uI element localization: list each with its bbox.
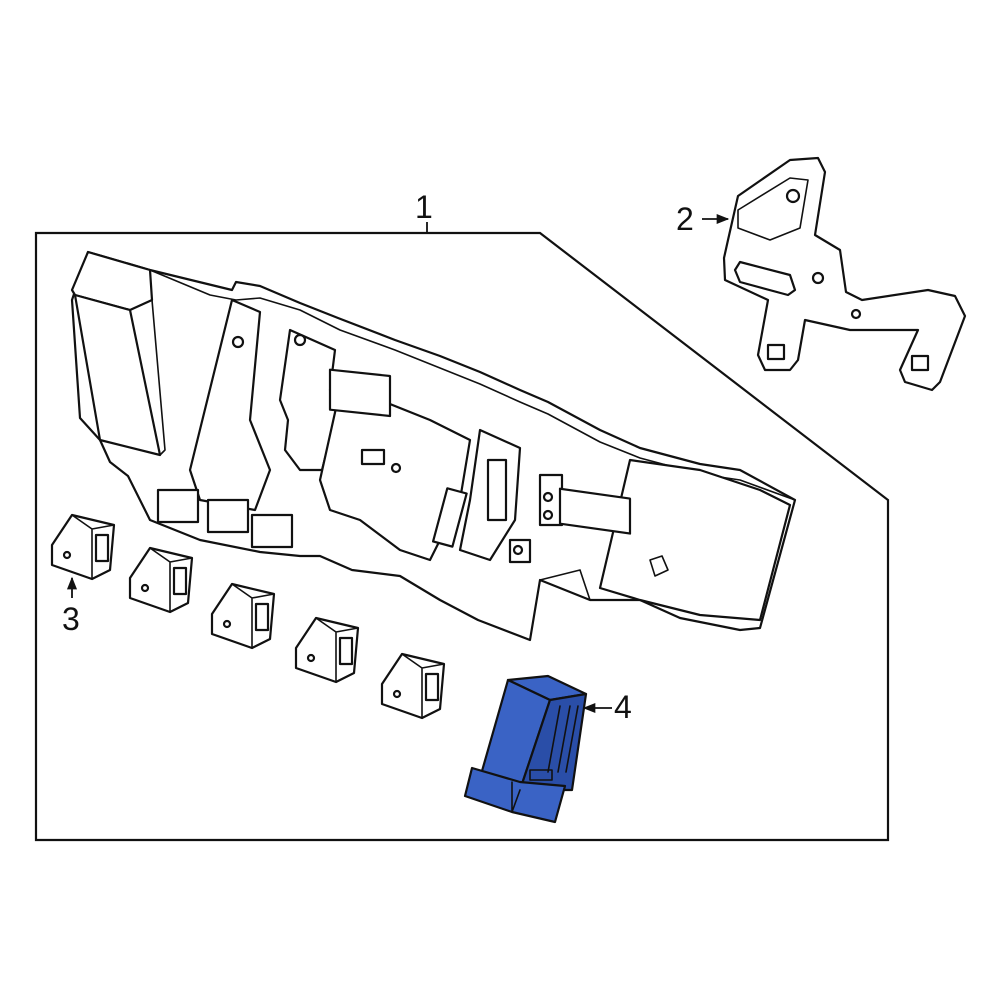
module-ribs [511, 705, 579, 813]
callout-2-label: 2 [676, 201, 694, 237]
housing-cavity-left [188, 298, 272, 512]
relay-2-edges [149, 547, 193, 613]
part-1-housing [70, 250, 797, 642]
callout-2: 2 [676, 201, 730, 237]
relay-4-edges [315, 617, 359, 683]
part-3-relays [50, 513, 446, 720]
bracket-foot-hole-left [766, 343, 786, 361]
housing-tab [360, 448, 386, 466]
relay-4 [294, 616, 360, 684]
relay-1 [50, 513, 116, 581]
relay-5 [380, 652, 446, 720]
housing-pocket-2 [206, 498, 250, 534]
part-4-module [463, 674, 588, 824]
relay-1-edges [71, 514, 115, 580]
relay-2-window [172, 566, 188, 596]
bracket-hole-arm [850, 308, 862, 320]
callout-1: 1 [415, 189, 433, 233]
relay-3 [210, 582, 276, 650]
housing-small-tab [649, 555, 669, 577]
housing-boss-right [558, 487, 632, 535]
housing-lower-lip [539, 569, 591, 601]
housing-left-edge [129, 299, 166, 456]
bracket-slot [733, 260, 797, 297]
relay-3-window [254, 602, 270, 632]
relay-5-window [424, 672, 440, 702]
housing-right-panel [598, 458, 792, 622]
callout-3: 3 [62, 576, 80, 637]
housing-hole-b [542, 509, 554, 521]
relay-2 [128, 546, 194, 614]
relay-2-pin [140, 583, 150, 593]
callout-4: 4 [582, 689, 632, 725]
relay-5-pin [392, 689, 402, 699]
relay-3-pin [222, 619, 232, 629]
housing-hole-e [231, 335, 245, 349]
relay-4-window [338, 636, 354, 666]
bracket-hole-mid [811, 271, 825, 285]
relay-5-edges [401, 653, 445, 719]
bracket-inner-ridge [737, 177, 809, 241]
housing-cavity-center [318, 388, 472, 562]
housing-pocket-1 [156, 488, 200, 524]
callout-4-label: 4 [614, 689, 632, 725]
housing-hole-d [390, 462, 402, 474]
module-base [463, 766, 567, 824]
housing-hole-a [542, 491, 554, 503]
housing-slot-a [486, 458, 508, 522]
housing-hole-c [512, 544, 524, 556]
housing-hole-f [293, 333, 307, 347]
relay-3-edges [231, 583, 275, 649]
relay-1-window [94, 533, 110, 563]
callout-1-label: 1 [415, 189, 433, 225]
part-2-bracket [722, 156, 967, 392]
housing-pocket-3 [250, 513, 294, 549]
callout-3-label: 3 [62, 601, 80, 637]
housing-slot-b [431, 487, 468, 548]
module-label [529, 769, 553, 781]
relay-1-pin [62, 550, 72, 560]
bracket-hole-top [785, 188, 801, 204]
housing-boss-center [328, 368, 392, 418]
assembly-frame [34, 231, 890, 842]
relay-4-pin [306, 653, 316, 663]
bracket-foot-hole-right [910, 354, 930, 372]
bracket-body [722, 156, 967, 392]
